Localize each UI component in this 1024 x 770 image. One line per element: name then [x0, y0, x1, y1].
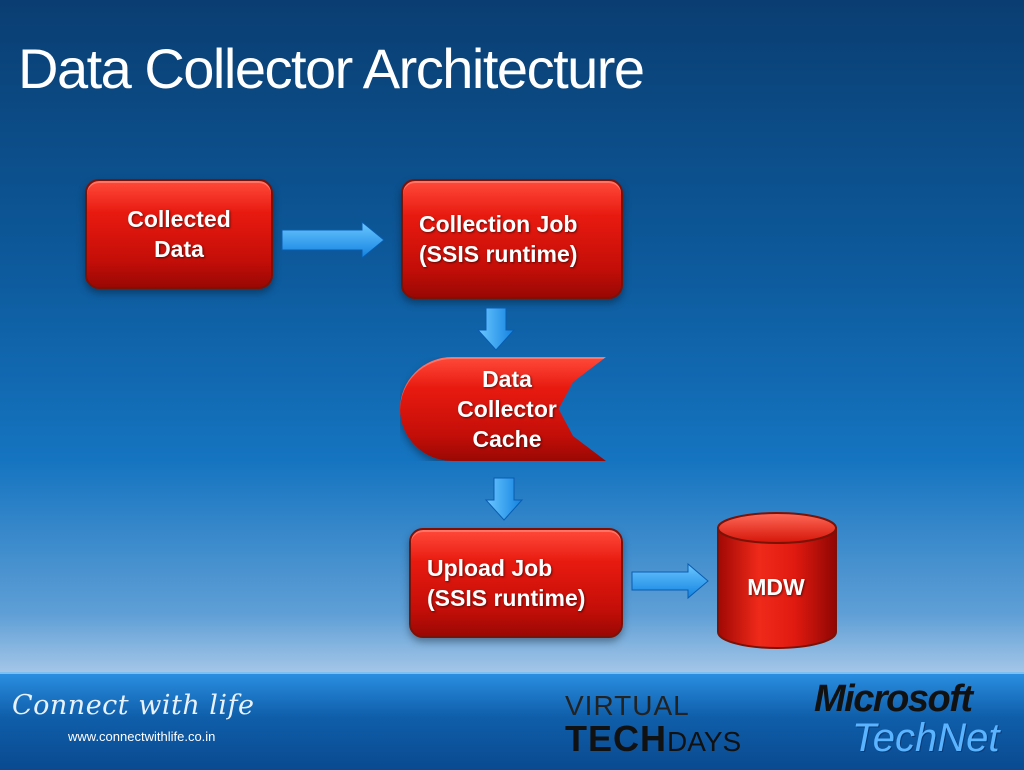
node-data-collector-cache: Data Collector Cache — [400, 357, 606, 461]
technet-logo: TechNet — [852, 716, 1000, 760]
mdw-database-icon — [717, 512, 837, 649]
arrow-upload-job-to-mdw — [631, 562, 709, 600]
virtual-techdays-logo-top: VIRTUAL — [565, 690, 690, 721]
microsoft-logo: Microsoft — [814, 678, 973, 720]
footer-website-link[interactable]: www.connectwithlife.co.in — [68, 729, 216, 744]
node-mdw-label: MDW — [747, 574, 805, 600]
node-upload-job: Upload Job (SSIS runtime) — [409, 528, 623, 638]
slide-title: Data Collector Architecture — [18, 37, 645, 100]
footer-banner: Connect with life www.connectwithlife.co… — [0, 672, 1024, 770]
virtual-techdays-logo-days: DAYS — [667, 726, 742, 757]
node-collection-job: Collection Job (SSIS runtime) — [401, 179, 623, 299]
arrow-collection-job-to-cache — [476, 307, 516, 351]
footer-tagline: Connect with life — [12, 690, 255, 721]
arrow-cache-to-upload-job — [484, 477, 524, 521]
virtual-techdays-logo-bottom: TECHDAYS — [565, 718, 741, 760]
arrow-collected-to-collection-job — [281, 220, 385, 260]
virtual-techdays-logo-tech: TECH — [565, 718, 667, 759]
node-collected-data: Collected Data — [85, 179, 273, 289]
